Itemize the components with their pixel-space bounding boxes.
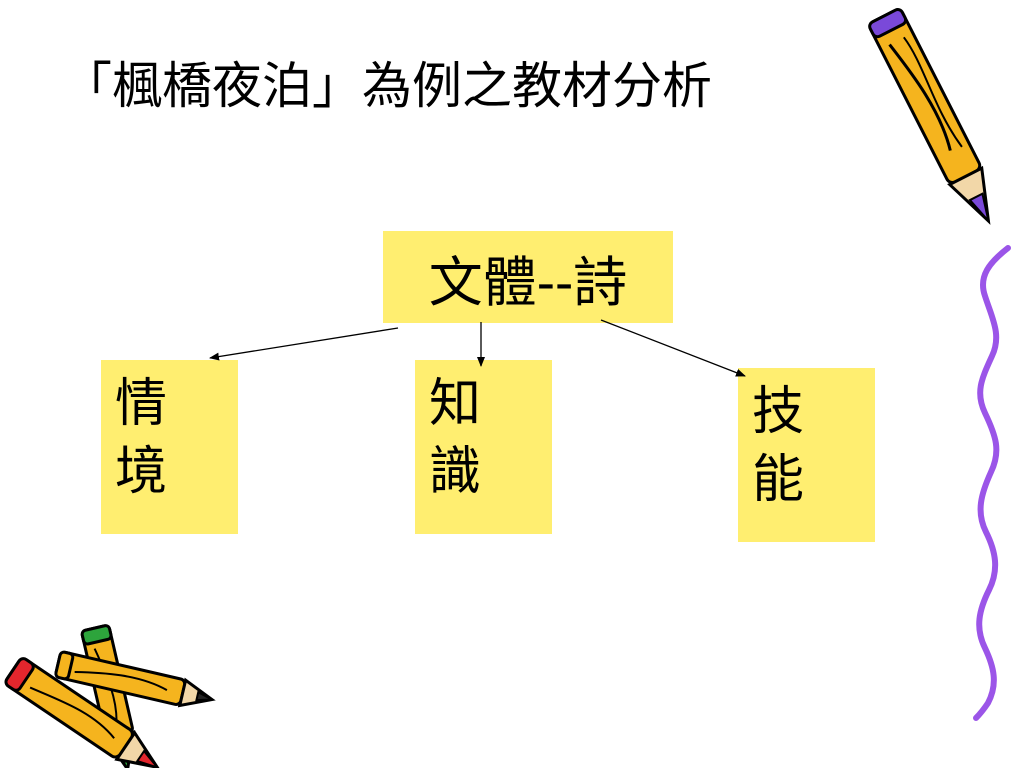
child-node-emotion: 情 境 <box>101 360 238 534</box>
child-node-char: 識 <box>429 442 482 502</box>
squiggle-line <box>973 245 1011 721</box>
root-node-box: 文體--詩 <box>383 231 673 323</box>
child-node-skill: 技 能 <box>738 368 875 542</box>
child-node-char: 知 <box>429 374 482 434</box>
slide-title: 「楓橋夜泊」為例之教材分析 <box>62 57 712 115</box>
pencil-icon <box>868 8 991 225</box>
child-node-char: 境 <box>115 442 168 502</box>
child-node-char: 能 <box>752 450 805 510</box>
connector-arrow-left <box>209 327 399 361</box>
crossed-pencils-icon <box>4 624 216 768</box>
connector-arrow-right <box>600 319 746 377</box>
child-node-char: 情 <box>115 374 168 434</box>
root-node-label: 文體--詩 <box>428 250 628 314</box>
child-node-knowledge: 知 識 <box>415 360 552 534</box>
child-node-char: 技 <box>752 382 805 442</box>
